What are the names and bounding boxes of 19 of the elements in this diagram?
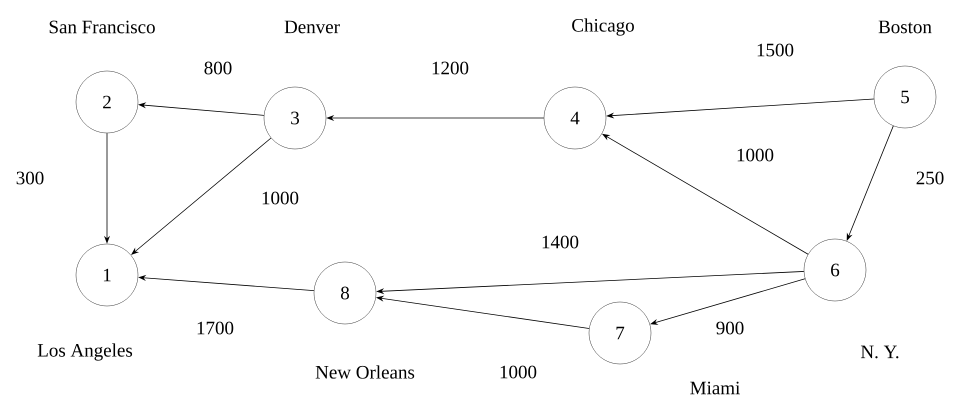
edge-label: 1700 [198,322,234,334]
edge-label: 1500 [758,44,794,56]
edge-label: 800 [204,62,232,74]
edge-label: 300 [16,172,44,184]
edge-label: 250 [916,172,944,184]
city-label: Los Angeles [38,343,132,361]
city-label: New Orleans [316,365,414,379]
city-label: Miami [690,382,740,394]
city-label: Boston [878,20,932,34]
edge-label: 900 [716,322,744,334]
edge-label: 1200 [432,62,468,74]
city-label: N. Y. [860,346,898,358]
edge-label: 1400 [542,236,578,248]
city-label: Chicago [572,18,634,36]
city-label: Denver [284,20,340,34]
edge-label: 1000 [738,148,774,162]
city-label: San Francisco [50,20,155,34]
edge-label: 1000 [262,192,298,204]
edge-label: 1000 [500,366,536,378]
